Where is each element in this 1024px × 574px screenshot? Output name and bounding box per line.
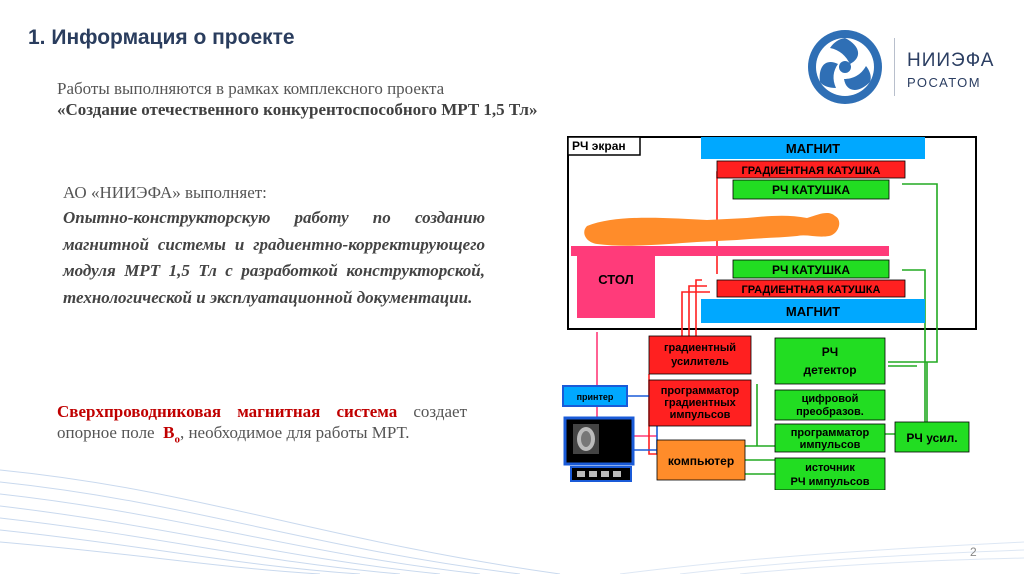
printer-box bbox=[562, 385, 628, 407]
project-name: «Создание отечественного конкурентоспосо… bbox=[57, 100, 538, 119]
rf-coil-top-label: РЧ КАТУШКА bbox=[772, 183, 850, 197]
decorative-waves-icon bbox=[0, 469, 1024, 574]
digital-label-2: преобразов. bbox=[796, 406, 864, 418]
grad-amp-box bbox=[648, 335, 752, 375]
rf-source-label-2: РЧ импульсов bbox=[791, 476, 870, 488]
supercond-paragraph: Сверхпроводниковая магнитная система соз… bbox=[57, 401, 467, 450]
table-box bbox=[577, 256, 655, 318]
prog-grad-label-3: импульсов bbox=[670, 409, 731, 421]
magnet-top-box bbox=[701, 137, 925, 159]
mri-block-diagram: РЧ экран МАГНИТ ГРАДИЕНТНАЯ КАТУШКА РЧ К… bbox=[562, 136, 977, 490]
logo-subtitle: РОСАТОМ bbox=[907, 75, 982, 90]
rf-screen-label: РЧ экран bbox=[572, 139, 626, 153]
prog-pulse-label-2: импульсов bbox=[800, 439, 861, 451]
grad-amp-label-1: градиентный bbox=[664, 342, 736, 354]
supercond-title: Сверхпроводниковая магнитная система bbox=[57, 402, 398, 421]
prog-grad-label-2: градиентных bbox=[664, 397, 736, 409]
rf-amp-label: РЧ усил. bbox=[906, 431, 957, 445]
rf-source-label-1: источник bbox=[805, 462, 855, 474]
intro-line: Работы выполняются в рамках комплексного… bbox=[57, 79, 445, 98]
prog-grad-label-1: программатор bbox=[661, 385, 740, 397]
rf-coil-bottom-box bbox=[732, 259, 890, 279]
prog-pulse-box bbox=[774, 423, 886, 453]
supercond-text-1: создает опорное поле bbox=[57, 402, 468, 442]
grad-amp-label-2: усилитель bbox=[671, 356, 729, 368]
rf-detector-label-2: детектор bbox=[803, 363, 856, 377]
printer-label: принтер bbox=[577, 392, 614, 402]
page-number: 2 bbox=[970, 545, 977, 559]
magnet-top-label: МАГНИТ bbox=[786, 141, 840, 156]
rf-source-box bbox=[774, 457, 886, 490]
gradient-bottom-box bbox=[716, 279, 906, 298]
logo-divider bbox=[894, 38, 895, 96]
gradient-bottom-label: ГРАДИЕНТНАЯ КАТУШКА bbox=[742, 284, 881, 296]
computer-box bbox=[656, 439, 746, 481]
table-label: СТОЛ bbox=[598, 272, 634, 287]
logo-name: НИИЭФА bbox=[907, 50, 995, 71]
rf-detector-label-1: РЧ bbox=[822, 345, 838, 359]
gradient-top-box bbox=[716, 160, 906, 179]
rf-coil-top-box bbox=[732, 179, 890, 200]
prog-pulse-label-1: программатор bbox=[791, 427, 870, 439]
magnet-bottom-label: МАГНИТ bbox=[786, 304, 840, 319]
prog-grad-box bbox=[648, 379, 752, 427]
rf-amp-box bbox=[894, 421, 970, 453]
work-description: Опытно-конструкторскую работу по создани… bbox=[63, 208, 485, 307]
computer-label: компьютер bbox=[668, 454, 734, 468]
gradient-top-label: ГРАДИЕНТНАЯ КАТУШКА bbox=[742, 165, 881, 177]
patient-body-icon bbox=[584, 212, 840, 246]
table-top bbox=[571, 246, 889, 256]
rf-coil-bottom-label: РЧ КАТУШКА bbox=[772, 263, 850, 277]
magnet-bottom-box bbox=[701, 299, 925, 323]
digital-box bbox=[774, 389, 886, 421]
page-title: 1. Информация о проекте bbox=[28, 26, 295, 49]
org-label: АО «НИИЭФА» выполняет: bbox=[63, 183, 267, 202]
monitor-icon bbox=[563, 416, 635, 482]
digital-label-1: цифровой bbox=[802, 393, 859, 405]
rf-detector-box bbox=[774, 337, 886, 385]
rosatom-logo-icon bbox=[808, 30, 882, 104]
supercond-text-2: , необходимое для работы МРТ. bbox=[179, 423, 410, 442]
field-symbol: Bo bbox=[163, 423, 180, 446]
